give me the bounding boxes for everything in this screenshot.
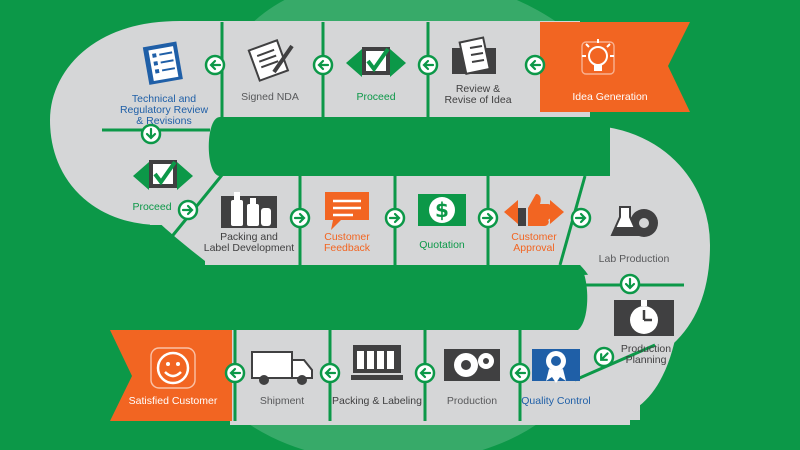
signed-document-icon [247,39,294,82]
delivery-truck-icon [251,351,313,385]
smiley-face-icon [150,347,196,389]
arrow-left-icon [204,54,226,76]
step-label-shipment: Shipment [260,395,304,407]
arrow-right-icon [289,207,311,229]
arrow-left-icon [417,54,439,76]
arrow-down-icon [140,123,162,145]
thumbs-up-icon [504,194,564,226]
step-label-review-revise: Review &Revise of Idea [444,83,511,106]
step-label-lab-production: Lab Production [599,253,670,265]
step-label-quotation: Quotation [419,239,465,251]
arrow-right-icon [570,207,592,229]
conveyor-bottles-icon [351,345,403,380]
step-label-production: Production [447,395,497,407]
checkbox-diamond-icon [346,47,406,77]
arrow-down-icon [619,273,641,295]
step-label-idea-generation: Idea Generation [572,91,647,103]
arrow-left-icon [524,54,546,76]
lightbulb-icon [581,39,615,75]
bottles-icon [221,192,277,228]
step-label-packing-labeling: Packing & Labeling [332,395,422,407]
svg-text:$: $ [435,198,449,222]
arrow-left-icon [319,362,341,384]
clipboard-checklist-icon [452,36,496,76]
checkbox-diamond-icon [133,160,193,190]
arrow-right-icon [384,207,406,229]
idea-generation-highlight [540,22,690,112]
dollar-bill-icon: $ [418,194,466,226]
step-label-proceed-2: Proceed [132,201,171,213]
step-label-signed-nda: Signed NDA [241,91,299,103]
arrow-left-icon [509,362,531,384]
award-ribbon-icon [532,349,580,383]
arrow-right-icon [477,207,499,229]
speech-bubble-icon [325,192,369,230]
inner-gap-upper [208,117,610,176]
flask-gear-icon [610,206,658,237]
arrow-down-left-icon [593,346,615,368]
arrow-left-icon [414,362,436,384]
document-list-icon [142,41,183,85]
step-label-satisfied-customer: Satisfied Customer [129,395,218,407]
step-label-quality-control: Quality Control [521,395,590,407]
arrow-left-icon [312,54,334,76]
stopwatch-icon [614,300,674,336]
gears-icon [444,349,500,381]
step-label-proceed-1: Proceed [356,91,395,103]
arrow-right-icon [177,199,199,221]
inner-gap-lower [210,265,588,330]
arrow-left-icon [224,362,246,384]
